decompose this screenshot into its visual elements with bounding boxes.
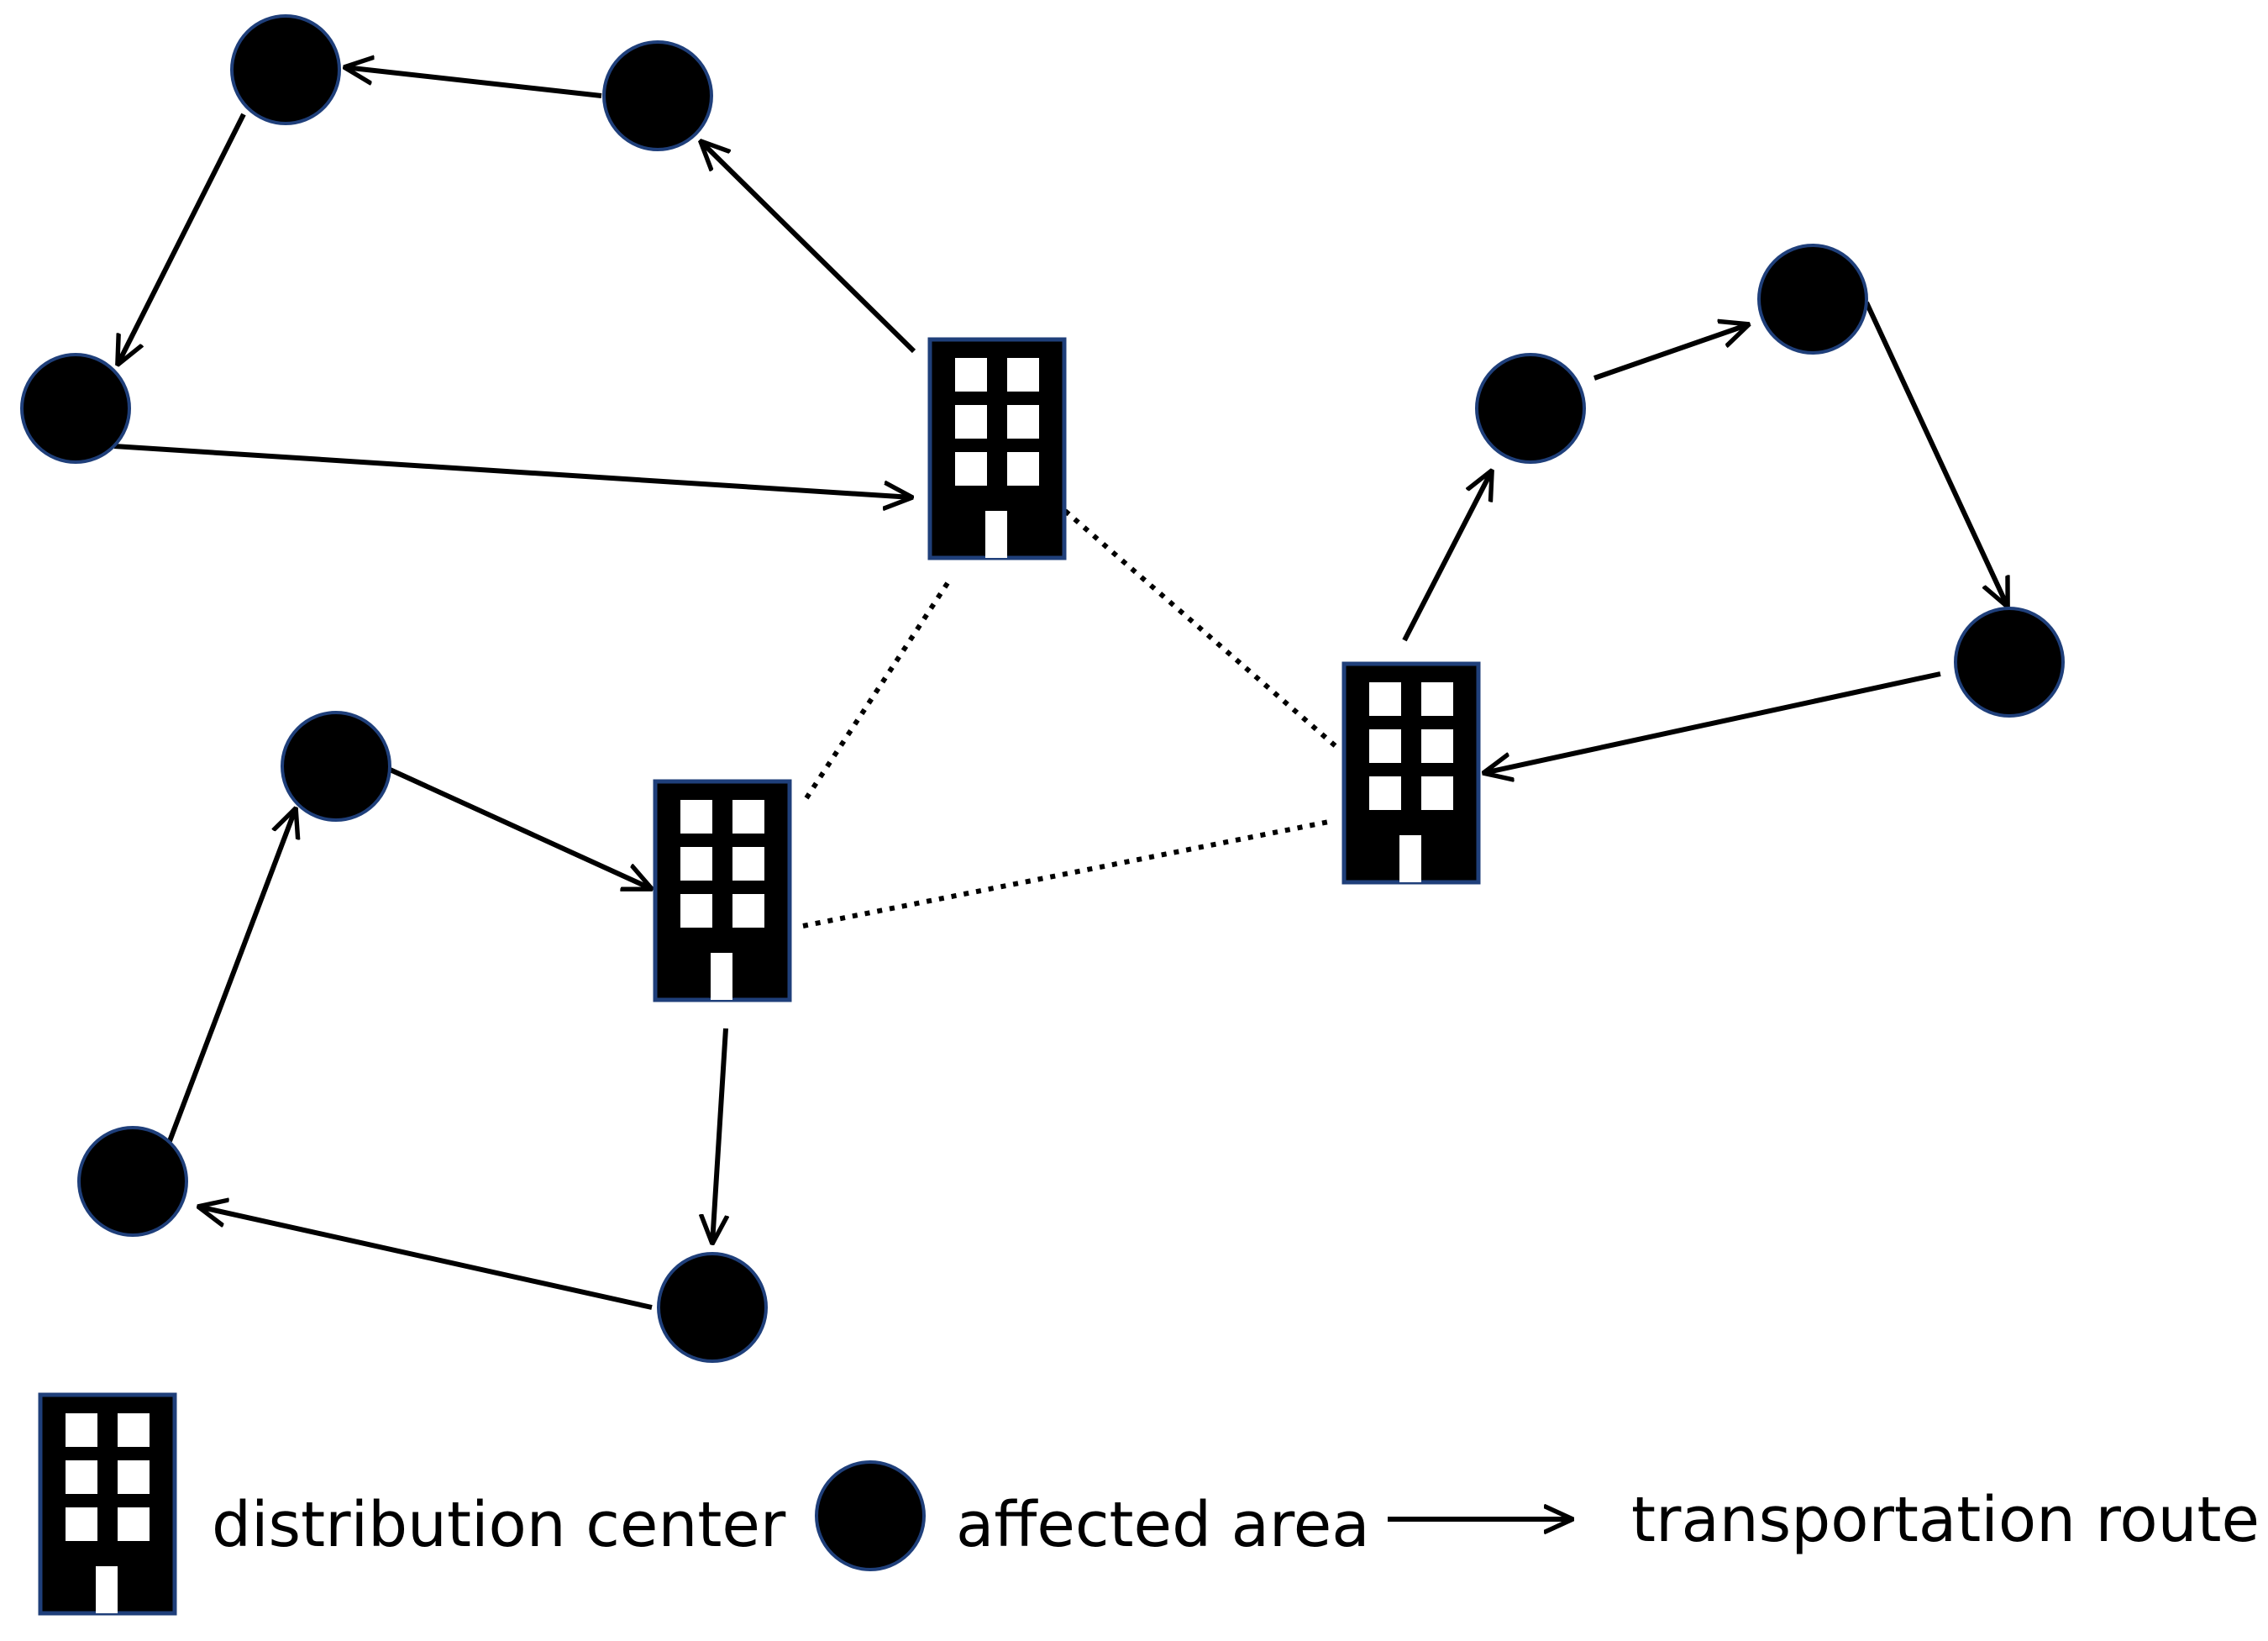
transport-routes bbox=[113, 67, 2008, 1310]
route-area3a-to-area3b bbox=[1593, 324, 1749, 381]
route-area1a-to-area1c bbox=[118, 113, 246, 365]
affected-areas bbox=[20, 14, 2065, 1363]
affected-area-node bbox=[1954, 607, 2065, 718]
route-dc2-to-area2c bbox=[712, 1028, 726, 1244]
affected-area-node bbox=[281, 711, 391, 822]
route-area2a-to-dc2 bbox=[385, 765, 652, 889]
affected-area-node bbox=[20, 353, 131, 464]
distribution-centers bbox=[655, 339, 1478, 1000]
distribution-center-node bbox=[1344, 664, 1478, 882]
route-dc1-to-area1b bbox=[701, 141, 916, 354]
legend-transportation-route-label: transportation route bbox=[1631, 1484, 2260, 1556]
link-dc2-dc3 bbox=[802, 819, 1330, 928]
center-links bbox=[801, 508, 1337, 928]
legend-affected-area-label: affected area bbox=[956, 1489, 1370, 1561]
route-area3b-to-area3c bbox=[1864, 301, 2008, 607]
route-area1c-to-dc1 bbox=[113, 444, 912, 497]
building-icon bbox=[40, 1395, 175, 1613]
filled-circle-icon bbox=[815, 1460, 926, 1571]
link-dc1-dc2 bbox=[801, 581, 950, 805]
affected-area-node bbox=[602, 40, 713, 151]
route-area2c-to-area2b bbox=[198, 1207, 653, 1310]
affected-area-node bbox=[230, 14, 341, 125]
affected-area-node bbox=[77, 1126, 188, 1237]
link-dc1-dc3 bbox=[1063, 508, 1337, 749]
distribution-center-node bbox=[655, 781, 790, 1000]
legend: distribution center affected area transp… bbox=[40, 1395, 2260, 1613]
distribution-center-node bbox=[930, 339, 1064, 558]
affected-area-node bbox=[657, 1252, 768, 1363]
route-area3c-to-dc3 bbox=[1483, 671, 1941, 773]
affected-area-node bbox=[1757, 244, 1868, 355]
route-area1b-to-area1a bbox=[344, 67, 602, 98]
route-area2b-to-area2a bbox=[167, 808, 296, 1143]
legend-distribution-center-label: distribution center bbox=[212, 1489, 786, 1561]
route-dc3-to-area3a bbox=[1402, 471, 1492, 642]
affected-area-node bbox=[1475, 353, 1586, 464]
